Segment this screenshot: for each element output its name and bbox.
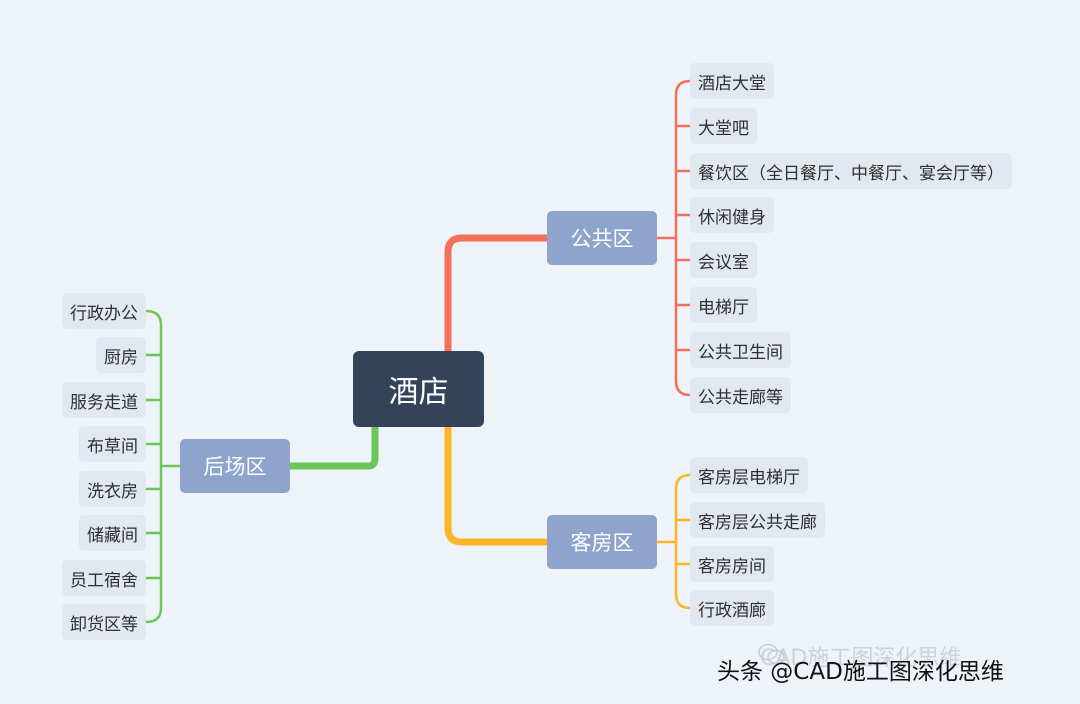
leaf-back-service-corridor[interactable]: 服务走道 (62, 382, 146, 418)
wechat-icon (758, 643, 785, 665)
leaf-public-dining[interactable]: 餐饮区（全日餐厅、中餐厅、宴会厅等） (690, 153, 1012, 189)
leaf-public-lobby-bar[interactable]: 大堂吧 (690, 108, 757, 144)
leaf-back-admin-office[interactable]: 行政办公 (62, 293, 146, 329)
leaf-back-laundry[interactable]: 洗衣房 (79, 471, 146, 507)
leaf-public-lobby[interactable]: 酒店大堂 (690, 63, 774, 99)
leaf-public-corridor[interactable]: 公共走廊等 (690, 377, 791, 413)
branch-public[interactable]: 公共区 (547, 211, 657, 265)
leaf-public-meeting[interactable]: 会议室 (690, 242, 757, 278)
watermark-ghost-text: CAD施工图深化思维 (760, 646, 962, 671)
leaf-rooms-elevator-hall[interactable]: 客房层电梯厅 (690, 457, 808, 493)
leaf-public-restroom[interactable]: 公共卫生间 (690, 332, 791, 368)
branch-rooms[interactable]: 客房区 (547, 515, 657, 569)
rooms-leaf-connectors (657, 473, 691, 610)
leaf-back-loading-area[interactable]: 卸货区等 (62, 604, 146, 640)
leaf-back-kitchen[interactable]: 厨房 (96, 337, 146, 373)
connector-rooms (444, 423, 551, 546)
connector-back (286, 423, 379, 470)
watermark-text: 头条 @CAD施工图深化思维 (717, 659, 1004, 685)
leaf-back-linen-room[interactable]: 布草间 (79, 426, 146, 462)
back-leaf-connectors (145, 309, 180, 624)
leaf-rooms-corridor[interactable]: 客房层公共走廊 (690, 502, 825, 538)
center-node[interactable]: 酒店 (353, 351, 484, 427)
leaf-back-staff-dorm[interactable]: 员工宿舍 (62, 560, 146, 596)
leaf-rooms-guestroom[interactable]: 客房房间 (690, 546, 774, 582)
public-leaf-connectors (657, 79, 691, 397)
leaf-back-storage[interactable]: 储藏间 (79, 515, 146, 551)
connector-public (444, 234, 551, 355)
leaf-public-fitness[interactable]: 休闲健身 (690, 197, 774, 233)
leaf-rooms-executive-lounge[interactable]: 行政酒廊 (690, 590, 774, 626)
branch-back[interactable]: 后场区 (180, 439, 290, 493)
leaf-public-elevator-hall[interactable]: 电梯厅 (690, 287, 757, 323)
